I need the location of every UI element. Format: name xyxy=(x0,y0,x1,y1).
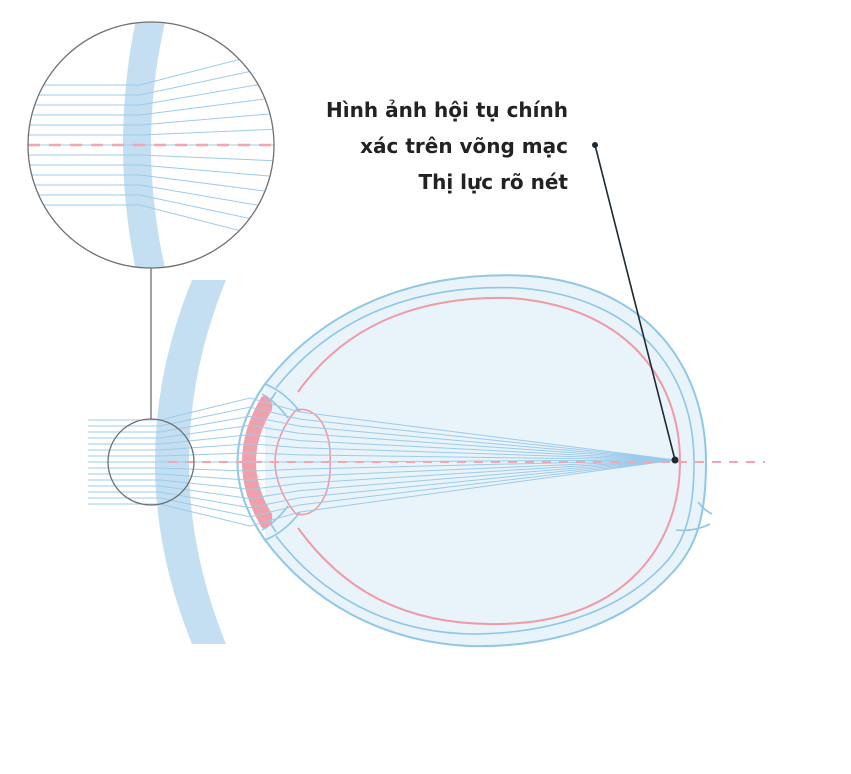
magnified-ray xyxy=(28,154,274,162)
light-ray xyxy=(88,459,676,527)
light-ray xyxy=(88,459,676,490)
magnified-ray xyxy=(28,164,274,178)
cornea-tissue xyxy=(242,396,273,528)
annotation-text: Hình ảnh hội tụ chính xác trên võng mạc … xyxy=(326,92,568,200)
light-ray xyxy=(88,397,676,461)
light-ray xyxy=(88,406,676,461)
magnified-ray xyxy=(28,204,274,241)
light-ray xyxy=(88,452,676,461)
magnified-ray xyxy=(28,174,274,193)
magnified-ray xyxy=(28,97,274,116)
focal-point-dot xyxy=(671,456,679,464)
light-ray xyxy=(88,459,676,481)
magnified-view xyxy=(28,22,274,268)
magnified-ray xyxy=(28,49,274,86)
light-ray xyxy=(88,415,676,461)
magnified-ray xyxy=(28,65,274,96)
light-ray xyxy=(88,459,676,518)
optic-nerve xyxy=(675,501,713,532)
annotation-anchor-dot xyxy=(592,142,598,148)
light-ray xyxy=(88,459,676,472)
magnified-ray xyxy=(28,128,274,136)
annotation-line-2: xác trên võng mạc xyxy=(360,134,568,158)
light-ray xyxy=(88,424,676,461)
annotation-line-1: Hình ảnh hội tụ chính xyxy=(326,98,568,122)
magnifier-large-circle xyxy=(27,21,275,269)
spectacle-lens xyxy=(155,280,226,644)
magnified-ray xyxy=(28,194,274,225)
light-ray xyxy=(88,434,676,461)
light-ray xyxy=(88,459,676,509)
magnified-ray xyxy=(28,112,274,126)
light-ray xyxy=(88,459,676,500)
light-ray xyxy=(88,443,676,461)
choroid-line xyxy=(275,286,695,635)
crystalline-lens xyxy=(274,408,331,516)
annotation-leader-line xyxy=(594,144,676,461)
annotation-line-3: Thị lực rõ nét xyxy=(418,170,568,194)
magnified-ray xyxy=(28,184,274,209)
magnified-ray xyxy=(28,81,274,106)
